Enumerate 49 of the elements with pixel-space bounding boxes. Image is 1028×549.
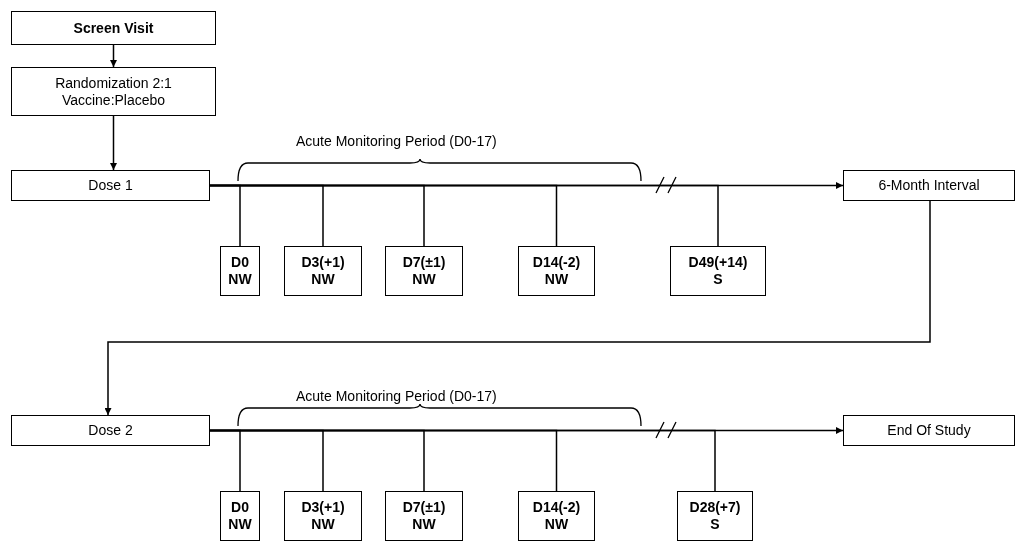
connector-line <box>209 184 719 247</box>
process-box <box>11 170 210 201</box>
visit-label: NW <box>412 271 436 288</box>
process-box <box>843 415 1015 446</box>
arrow <box>110 115 117 171</box>
visit-label: D3(+1) <box>301 254 345 271</box>
visit-label: D7(±1) <box>402 499 446 516</box>
visit-label: NW <box>228 271 252 288</box>
visit-box <box>670 246 766 296</box>
start-box <box>11 11 216 45</box>
box-label: 6-Month Interval <box>878 177 980 194</box>
visit-label: NW <box>412 516 436 533</box>
process-box <box>11 415 210 446</box>
visit-label: D0 <box>231 499 249 516</box>
visit-box <box>284 246 362 296</box>
box-label: Dose 2 <box>88 422 133 439</box>
visit-box <box>220 246 260 296</box>
visit-label: D7(±1) <box>402 254 446 271</box>
visit-label: D3(+1) <box>301 499 345 516</box>
visit-label: D0 <box>231 254 249 271</box>
connector-line <box>209 429 716 492</box>
visit-box <box>518 246 595 296</box>
box-label: Dose 1 <box>88 177 133 194</box>
box-label: End Of Study <box>887 422 971 439</box>
visit-box <box>220 491 260 541</box>
visit-label: NW <box>311 516 335 533</box>
visit-box <box>518 491 595 541</box>
visit-label: NW <box>544 516 569 533</box>
visit-label: D14(-2) <box>532 254 581 271</box>
arrow <box>104 200 931 416</box>
box-label: Randomization 2:1 Vaccine:Placebo <box>54 74 173 109</box>
visit-label: D14(-2) <box>532 499 581 516</box>
visit-label: NW <box>544 271 569 288</box>
visit-label: D49(+14) <box>688 254 748 271</box>
visit-label: D28(+7) <box>689 499 741 516</box>
period-label: Acute Monitoring Period (D0-17) <box>296 133 497 149</box>
process-box <box>11 67 216 116</box>
arrow <box>110 44 117 68</box>
visit-label: NW <box>311 271 335 288</box>
visit-label: S <box>713 271 723 288</box>
process-box <box>843 170 1015 201</box>
visit-label: NW <box>228 516 252 533</box>
visit-label: S <box>710 516 720 533</box>
visit-box <box>385 491 463 541</box>
visit-box <box>385 246 463 296</box>
visit-box <box>284 491 362 541</box>
visit-box <box>677 491 753 541</box>
visit-label: Screen Visit <box>73 19 154 37</box>
period-label: Acute Monitoring Period (D0-17) <box>296 388 497 404</box>
